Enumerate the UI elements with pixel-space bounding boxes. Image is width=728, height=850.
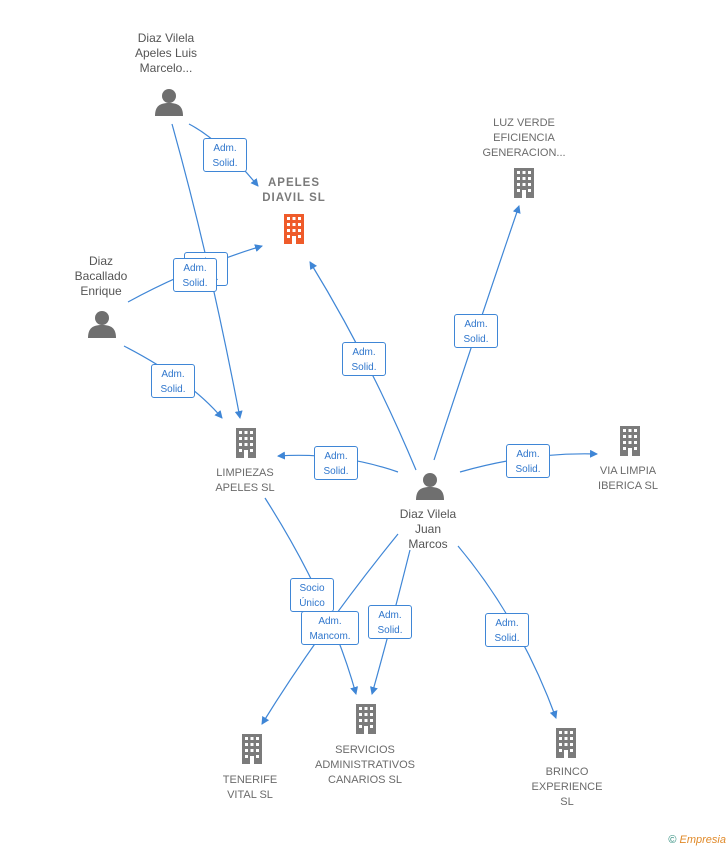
role-badge[interactable]: Socio Único — [290, 578, 334, 612]
role-badge[interactable]: Adm. Mancom. — [301, 611, 359, 645]
role-badge[interactable]: Adm. Solid. — [342, 342, 386, 376]
node-label-luis[interactable]: Diaz Vilela Apeles Luis Marcelo... — [134, 31, 198, 75]
company-building-icon-brinco[interactable] — [556, 728, 576, 758]
node-label-apeles-diavil[interactable]: APELES DIAVIL SL — [262, 177, 326, 204]
node-label-enrique[interactable]: Diaz Bacallado Enrique — [74, 254, 128, 298]
role-badge[interactable]: Adm. Solid. — [454, 314, 498, 348]
node-label-juan[interactable]: Diaz Vilela Juan Marcos — [399, 507, 457, 551]
person-icon-luis[interactable] — [155, 89, 183, 116]
role-badge[interactable]: Adm. Solid. — [506, 444, 550, 478]
node-label-limpiezas[interactable]: LIMPIEZAS APELES SL — [215, 467, 275, 494]
role-badge[interactable]: Adm. Solid. — [173, 258, 217, 292]
footer-brand: © Empresia — [668, 834, 726, 846]
company-building-icon-via-limpia[interactable] — [620, 426, 640, 456]
role-badge[interactable]: Adm. Solid. — [368, 605, 412, 639]
company-building-icon-apeles-diavil[interactable] — [284, 214, 304, 244]
company-building-icon-luz-verde[interactable] — [514, 168, 534, 198]
company-building-icon-limpiezas[interactable] — [236, 428, 256, 458]
role-badge[interactable]: Adm. Solid. — [485, 613, 529, 647]
brand-logo-text: Empresia — [679, 834, 726, 846]
person-icon-enrique[interactable] — [88, 311, 116, 338]
node-label-via-limpia[interactable]: VIA LIMPIA IBERICA SL — [598, 465, 658, 492]
node-label-servicios[interactable]: SERVICIOS ADMINISTRATIVOS CANARIOS SL — [314, 744, 416, 786]
role-badge[interactable]: Adm. Solid. — [314, 446, 358, 480]
person-icon-juan[interactable] — [416, 473, 444, 500]
node-label-luz-verde[interactable]: LUZ VERDE EFICIENCIA GENERACION... — [482, 117, 566, 159]
node-label-tenerife[interactable]: TENERIFE VITAL SL — [222, 774, 278, 801]
company-building-icon-tenerife[interactable] — [242, 734, 262, 764]
role-badge[interactable]: Adm. Solid. — [151, 364, 195, 398]
role-badge[interactable]: Adm. Solid. — [203, 138, 247, 172]
node-label-brinco[interactable]: BRINCO EXPERIENCE SL — [531, 766, 603, 808]
company-building-icon-servicios[interactable] — [356, 704, 376, 734]
copyright-symbol: © — [668, 834, 677, 846]
